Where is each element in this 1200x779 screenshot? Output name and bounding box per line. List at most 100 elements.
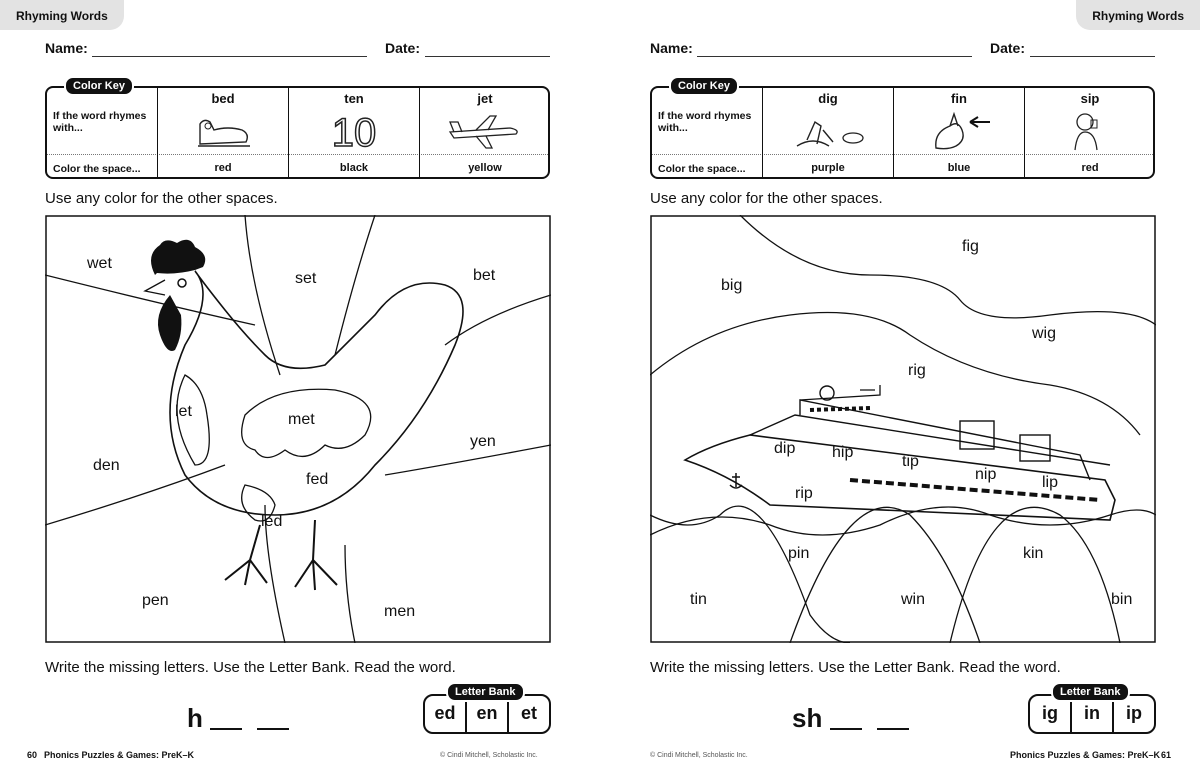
word-space: big (721, 277, 743, 294)
ten-numeral: 10 (332, 111, 377, 152)
key-word: jet (477, 91, 493, 106)
word-space: fed (306, 471, 329, 488)
color-key-badge: Color Key (669, 76, 739, 96)
digging-icon (796, 120, 864, 147)
letter-blank[interactable] (830, 728, 862, 730)
word-space: men (384, 603, 416, 620)
letter-bank-badge: Letter Bank (446, 682, 525, 702)
key-color: black (339, 162, 369, 174)
word-space: yen (470, 433, 496, 450)
left-page: Rhyming Words Name: Date: If the word rh… (0, 0, 551, 760)
key-word: ten (344, 91, 364, 106)
key-color: red (214, 162, 232, 174)
key-column-dig: dig purple (762, 88, 864, 177)
word-space: rig (908, 362, 926, 379)
color-key: If the word rhymes with... Color the spa… (650, 86, 1155, 179)
name-label: Name: (650, 40, 693, 56)
instruction-write: Write the missing letters. Use the Lette… (650, 659, 1061, 676)
word-space: bet (473, 267, 496, 284)
key-color: red (1081, 162, 1099, 174)
letter-blank[interactable] (257, 728, 289, 730)
word-space: den (93, 457, 120, 474)
color-key: If the word rhymes with... Color the spa… (45, 86, 550, 179)
letter-bank-item[interactable]: en (465, 696, 507, 732)
word-space: wig (1032, 325, 1057, 342)
key-word: fin (951, 91, 967, 106)
footer-title: Phonics Puzzles & Games: PreK–K (1010, 750, 1161, 760)
copyright: © Cindi Mitchell, Scholastic Inc. (440, 752, 538, 759)
name-field[interactable] (92, 56, 367, 57)
girl-sipping-icon (1074, 113, 1098, 151)
word-space: kin (1023, 545, 1044, 562)
color-key-badge: Color Key (64, 76, 134, 96)
letter-bank-badge: Letter Bank (1051, 682, 1130, 702)
word-space: tip (902, 453, 919, 470)
copyright: © Cindi Mitchell, Scholastic Inc. (650, 752, 748, 759)
key-color: yellow (468, 162, 502, 174)
word-space: fig (962, 238, 979, 255)
word-start: h (187, 703, 203, 733)
key-column-sip: sip red (1024, 88, 1099, 177)
key-word: dig (818, 91, 838, 106)
word-space: met (288, 411, 315, 428)
page-number: 61 (1161, 750, 1172, 760)
coloring-scene-ship[interactable]: fig big wig rig dip hip tip nip lip rip … (650, 215, 1156, 643)
key-column-ten: ten 10 black (288, 88, 377, 177)
word-space: dip (774, 440, 796, 457)
word-space: led (261, 513, 283, 530)
name-field[interactable] (697, 56, 972, 57)
number-ten-icon: 10 (331, 110, 377, 152)
word-space: win (901, 591, 926, 608)
date-field[interactable] (1030, 56, 1155, 57)
page-number: 60 (27, 750, 38, 760)
key-divider (47, 154, 548, 155)
date-label: Date: (385, 40, 421, 56)
bed-icon (198, 119, 250, 147)
word-space: set (295, 270, 317, 287)
letter-bank-item[interactable]: ig (1042, 703, 1058, 723)
instruction-write: Write the missing letters. Use the Lette… (45, 659, 456, 676)
letter-bank-item[interactable]: et (507, 696, 549, 732)
date-field[interactable] (425, 56, 550, 57)
letter-bank-item[interactable]: ip (1112, 696, 1154, 732)
key-row-color: Color the space... (53, 163, 141, 175)
letter-blank[interactable] (210, 728, 242, 730)
key-column-fin: fin blue (893, 88, 990, 177)
word-space: tin (690, 591, 707, 608)
key-color: blue (947, 162, 971, 174)
word-space: bin (1111, 591, 1133, 608)
key-column-jet: jet yellow (419, 88, 518, 177)
word-space: lip (1042, 474, 1059, 491)
key-row-color: Color the space... (658, 163, 746, 175)
key-divider (652, 154, 1153, 155)
hen-drawing (45, 215, 551, 643)
key-word: sip (1080, 91, 1100, 106)
letter-blank[interactable] (877, 728, 909, 730)
word-space: pen (142, 592, 169, 609)
word-space: pin (788, 545, 810, 562)
jet-icon (448, 115, 518, 149)
key-column-bed: bed red (157, 88, 250, 177)
word-space: nip (975, 466, 997, 483)
footer-title: Phonics Puzzles & Games: PreK–K (44, 750, 195, 760)
word-space: hip (832, 444, 854, 461)
key-word: bed (211, 91, 235, 106)
date-label: Date: (990, 40, 1026, 56)
section-tab: Rhyming Words (1076, 0, 1200, 30)
right-page: Rhyming Words Name: Date: If the word rh… (600, 0, 1200, 779)
name-label: Name: (45, 40, 88, 56)
letter-bank-item[interactable]: in (1070, 696, 1112, 732)
coloring-scene-hen[interactable]: wet set bet let met den yen fed led pen … (45, 215, 551, 643)
section-tab: Rhyming Words (0, 0, 124, 30)
key-row-rhymes: If the word rhymes with... (53, 110, 147, 134)
letter-bank-item[interactable]: ed (434, 703, 456, 723)
shark-fin-icon (935, 111, 990, 150)
instruction-color: Use any color for the other spaces. (650, 190, 883, 207)
word-space: let (175, 403, 192, 420)
key-row-rhymes: If the word rhymes with... (658, 110, 752, 134)
ship-drawing (650, 215, 1156, 643)
word-start: sh (792, 703, 823, 733)
word-space: wet (87, 255, 112, 272)
instruction-color: Use any color for the other spaces. (45, 190, 278, 207)
word-space: rip (795, 485, 813, 502)
